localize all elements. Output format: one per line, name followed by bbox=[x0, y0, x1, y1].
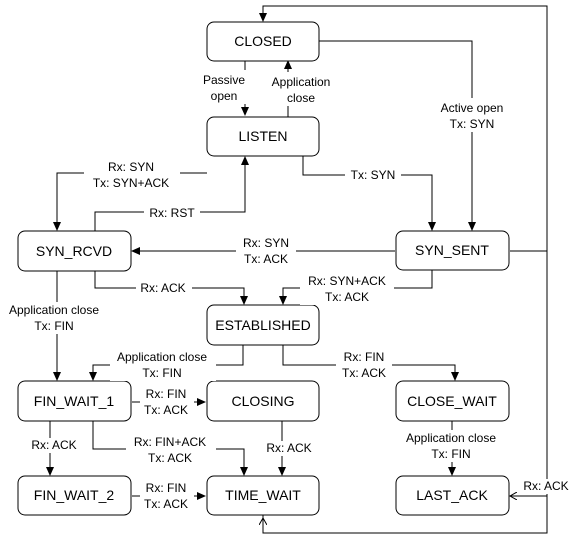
label-closing-to-time-wait: Rx: ACK bbox=[266, 441, 312, 456]
label-last-ack-to-closed: Rx: ACK bbox=[518, 479, 574, 494]
label-fin-wait-1-to-fin-wait-2: Rx: ACK bbox=[26, 438, 82, 453]
svg-text:Tx: ACK: Tx: ACK bbox=[144, 497, 188, 511]
state-closed-label: CLOSED bbox=[234, 33, 292, 49]
state-close-wait-label: CLOSE_WAIT bbox=[407, 393, 497, 409]
state-established-label: ESTABLISHED bbox=[215, 317, 310, 333]
svg-text:Application close: Application close bbox=[117, 350, 207, 364]
svg-text:Tx: ACK: Tx: ACK bbox=[144, 403, 188, 417]
svg-text:Tx: SYN+ACK: Tx: SYN+ACK bbox=[93, 176, 169, 190]
svg-text:Tx: ACK: Tx: ACK bbox=[325, 290, 369, 304]
edge-return-to-closed bbox=[259, 5, 548, 534]
svg-text:Application close: Application close bbox=[406, 431, 496, 445]
svg-text:Rx: ACK: Rx: ACK bbox=[266, 441, 311, 455]
label-syn-sent-to-established: Rx: SYN+ACK Tx: ACK bbox=[300, 273, 394, 305]
state-fin-wait-2: FIN_WAIT_2 bbox=[17, 475, 132, 516]
state-time-wait-label: TIME_WAIT bbox=[225, 487, 301, 503]
svg-text:Tx: SYN: Tx: SYN bbox=[450, 117, 495, 131]
label-fin-wait-2-to-time-wait: Rx: FIN Tx: ACK bbox=[140, 480, 194, 512]
svg-text:Tx: FIN: Tx: FIN bbox=[142, 366, 181, 380]
svg-text:Rx: SYN: Rx: SYN bbox=[243, 236, 289, 250]
label-fin-wait-1-to-closing: Rx: FIN Tx: ACK bbox=[140, 386, 194, 418]
svg-text:Tx: FIN: Tx: FIN bbox=[34, 319, 73, 333]
state-close-wait: CLOSE_WAIT bbox=[395, 380, 510, 422]
label-established-to-close-wait: Rx: FIN Tx: ACK bbox=[336, 349, 392, 381]
state-established: ESTABLISHED bbox=[206, 304, 320, 346]
label-listen-to-syn-sent: Tx: SYN bbox=[345, 168, 401, 183]
state-syn-rcvd-label: SYN_RCVD bbox=[36, 243, 112, 259]
svg-text:Tx: ACK: Tx: ACK bbox=[148, 451, 192, 465]
state-listen: LISTEN bbox=[206, 116, 320, 157]
svg-text:Tx: FIN: Tx: FIN bbox=[431, 447, 470, 461]
state-closing: CLOSING bbox=[206, 380, 320, 422]
label-fin-wait-1-to-time-wait: Rx: FIN+ACK Tx: ACK bbox=[126, 434, 216, 466]
svg-text:Active open: Active open bbox=[441, 101, 504, 115]
svg-text:Rx: FIN: Rx: FIN bbox=[146, 387, 187, 401]
label-syn-rcvd-to-established: Rx: ACK bbox=[136, 281, 192, 296]
state-syn-rcvd: SYN_RCVD bbox=[17, 230, 132, 272]
state-syn-sent: SYN_SENT bbox=[395, 230, 510, 271]
label-rst: Rx: RST bbox=[144, 205, 200, 220]
label-active-open: Active open Tx: SYN bbox=[434, 98, 510, 132]
edge-active-open bbox=[319, 40, 476, 231]
svg-text:Rx: RST: Rx: RST bbox=[149, 206, 195, 220]
state-closed: CLOSED bbox=[206, 21, 320, 62]
label-established-app-close: Application close Tx: FIN bbox=[110, 349, 216, 381]
state-closing-label: CLOSING bbox=[231, 393, 294, 409]
label-listen-to-syn-rcvd: Rx: SYN Tx: SYN+ACK bbox=[84, 157, 180, 191]
label-syn-sent-to-syn-rcvd: Rx: SYN Tx: ACK bbox=[236, 235, 296, 267]
svg-text:Rx: ACK: Rx: ACK bbox=[140, 281, 185, 295]
svg-text:Tx: ACK: Tx: ACK bbox=[244, 252, 288, 266]
state-fin-wait-1-label: FIN_WAIT_1 bbox=[34, 393, 115, 409]
state-last-ack-label: LAST_ACK bbox=[416, 487, 488, 503]
svg-text:Tx: ACK: Tx: ACK bbox=[342, 366, 386, 380]
svg-text:Application: Application bbox=[272, 75, 331, 89]
svg-text:Rx: FIN: Rx: FIN bbox=[146, 481, 187, 495]
state-last-ack: LAST_ACK bbox=[395, 475, 510, 516]
state-syn-sent-label: SYN_SENT bbox=[415, 242, 489, 258]
state-fin-wait-1: FIN_WAIT_1 bbox=[17, 380, 132, 422]
svg-text:Rx: SYN+ACK: Rx: SYN+ACK bbox=[308, 274, 386, 288]
label-syn-rcvd-app-close: Application close Tx: FIN bbox=[2, 302, 108, 334]
svg-text:Rx: ACK: Rx: ACK bbox=[523, 479, 568, 493]
svg-text:Passive: Passive bbox=[203, 73, 245, 87]
svg-text:open: open bbox=[211, 89, 238, 103]
label-passive-open: Passive open bbox=[199, 70, 249, 104]
svg-text:Rx: SYN: Rx: SYN bbox=[108, 160, 154, 174]
svg-text:Rx: FIN+ACK: Rx: FIN+ACK bbox=[134, 435, 206, 449]
svg-text:Rx: FIN: Rx: FIN bbox=[344, 350, 385, 364]
state-listen-label: LISTEN bbox=[238, 128, 287, 144]
label-close-wait-to-last-ack: Application close Tx: FIN bbox=[398, 430, 504, 462]
svg-text:Tx: SYN: Tx: SYN bbox=[351, 168, 396, 182]
state-fin-wait-2-label: FIN_WAIT_2 bbox=[34, 487, 115, 503]
svg-text:Rx: ACK: Rx: ACK bbox=[31, 438, 76, 452]
state-time-wait: TIME_WAIT bbox=[206, 475, 320, 516]
label-application-close-listen: Application close bbox=[266, 72, 336, 106]
svg-text:close: close bbox=[287, 91, 315, 105]
svg-text:Application close: Application close bbox=[9, 303, 99, 317]
